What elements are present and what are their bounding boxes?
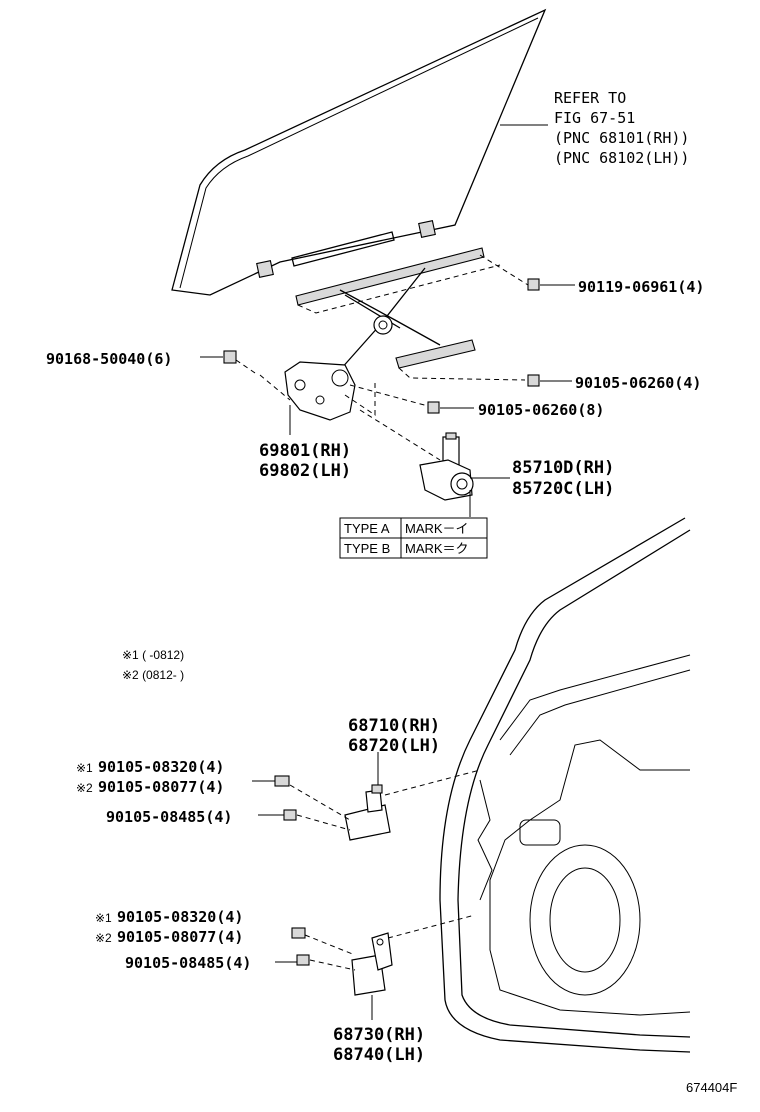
bolt-90105-06260-8-label: 90105-06260(8) bbox=[478, 401, 604, 419]
upper-hinge-label-rh: 68710(RH) bbox=[348, 716, 440, 736]
lower-hinge-label-lh: 68740(LH) bbox=[333, 1045, 425, 1065]
lower-bolt-label-2: 90105-08077(4) bbox=[117, 928, 243, 946]
refer-line-2: FIG 67-51 bbox=[554, 109, 635, 127]
mark-a-cell: MARK－イ bbox=[405, 521, 469, 536]
upper-mark-2: ※2 bbox=[76, 781, 93, 795]
type-b-cell: TYPE B bbox=[344, 541, 390, 556]
bolt-90168-icon bbox=[200, 350, 259, 376]
regulator-label-lh: 69802(LH) bbox=[259, 461, 351, 481]
note-1: ※1 ( -0812) bbox=[122, 648, 184, 662]
regulator-label-rh: 69801(RH) bbox=[259, 441, 351, 461]
lower-mark-2: ※2 bbox=[95, 931, 112, 945]
bolt-90105-06260-4-label: 90105-06260(4) bbox=[575, 374, 701, 392]
refer-line-1: REFER TO bbox=[554, 89, 626, 107]
door-frame bbox=[439, 517, 691, 1053]
motor-label-lh: 85720C(LH) bbox=[512, 479, 614, 499]
type-a-cell: TYPE A bbox=[344, 521, 390, 536]
upper-hinge bbox=[252, 752, 481, 841]
lower-bolt-label-1: 90105-08320(4) bbox=[117, 908, 243, 926]
bolt-90105-06260-4-icon bbox=[527, 374, 572, 387]
bolt-90105-06260-8-icon bbox=[349, 384, 474, 414]
lower-mark-1: ※1 bbox=[95, 911, 112, 925]
lower-bolt-label-3: 90105-08485(4) bbox=[125, 954, 251, 972]
refer-line-4: (PNC 68102(LH)) bbox=[554, 149, 689, 167]
lower-hinge-label-rh: 68730(RH) bbox=[333, 1025, 425, 1045]
regulator-motor bbox=[419, 432, 510, 517]
figure-id: 674404F bbox=[686, 1080, 737, 1095]
mark-b-cell: MARK＝ク bbox=[405, 541, 469, 556]
window-regulator bbox=[259, 247, 526, 461]
lower-hinge bbox=[275, 914, 476, 1020]
bolt-90119-label: 90119-06961(4) bbox=[578, 278, 704, 296]
upper-mark-1: ※1 bbox=[76, 761, 93, 775]
door-glass bbox=[171, 8, 547, 296]
upper-bolt-label-2: 90105-08077(4) bbox=[98, 778, 224, 796]
type-table: TYPE A MARK－イ TYPE B MARK＝ク bbox=[339, 517, 488, 559]
upper-hinge-label-lh: 68720(LH) bbox=[348, 736, 440, 756]
upper-bolt-label-3: 90105-08485(4) bbox=[106, 808, 232, 826]
upper-bolt-label-1: 90105-08320(4) bbox=[98, 758, 224, 776]
note-2: ※2 (0812- ) bbox=[122, 668, 184, 682]
bolt-90119-icon bbox=[479, 254, 575, 291]
motor-label-rh: 85710D(RH) bbox=[512, 458, 614, 478]
bolt-90168-label: 90168-50040(6) bbox=[46, 350, 172, 368]
refer-line-3: (PNC 68101(RH)) bbox=[554, 129, 689, 147]
